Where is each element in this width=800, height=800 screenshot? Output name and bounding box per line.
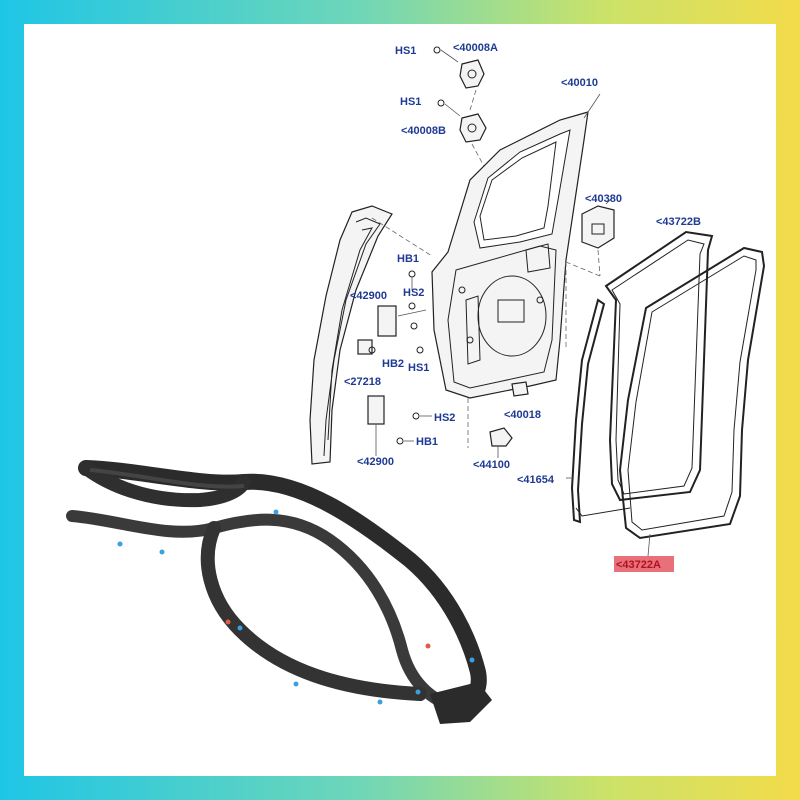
label-44100: <44100 [473,459,510,471]
bracket-40380 [565,197,615,277]
label-42900-low: <42900 [357,456,394,468]
highlight-box [614,556,674,572]
seal-frame-43722b [604,230,714,502]
label-40008b: <40008B [401,125,446,137]
label-hs2-low: HS2 [434,412,455,424]
label-hs1-mid: HS1 [400,96,421,108]
label-hb1-top: HB1 [397,253,419,265]
label-41654: <41654 [517,474,555,486]
label-hb2: HB2 [382,358,404,370]
label-43722b: <43722B [656,216,701,228]
seal-frame-43722a [618,246,766,557]
door-shell [431,93,601,399]
hardware [357,262,567,458]
label-40380: <40380 [585,193,622,205]
label-42900-top: <42900 [350,290,387,302]
label-hs2-top: HS2 [403,287,424,299]
b-pillar [309,205,433,465]
label-40018: <40018 [504,409,541,421]
label-hs1-top: HS1 [395,45,416,57]
seal-photo [66,460,492,724]
label-hb1-low: HB1 [416,436,438,448]
label-40008a: <40008A [453,42,498,54]
hinge-upper [433,46,485,111]
strip-41654 [566,298,631,524]
label-27218: <27218 [344,376,381,388]
label-hs1-low: HS1 [408,362,429,374]
label-40010: <40010 [561,77,598,89]
label-43722a: <43722A [616,559,661,571]
